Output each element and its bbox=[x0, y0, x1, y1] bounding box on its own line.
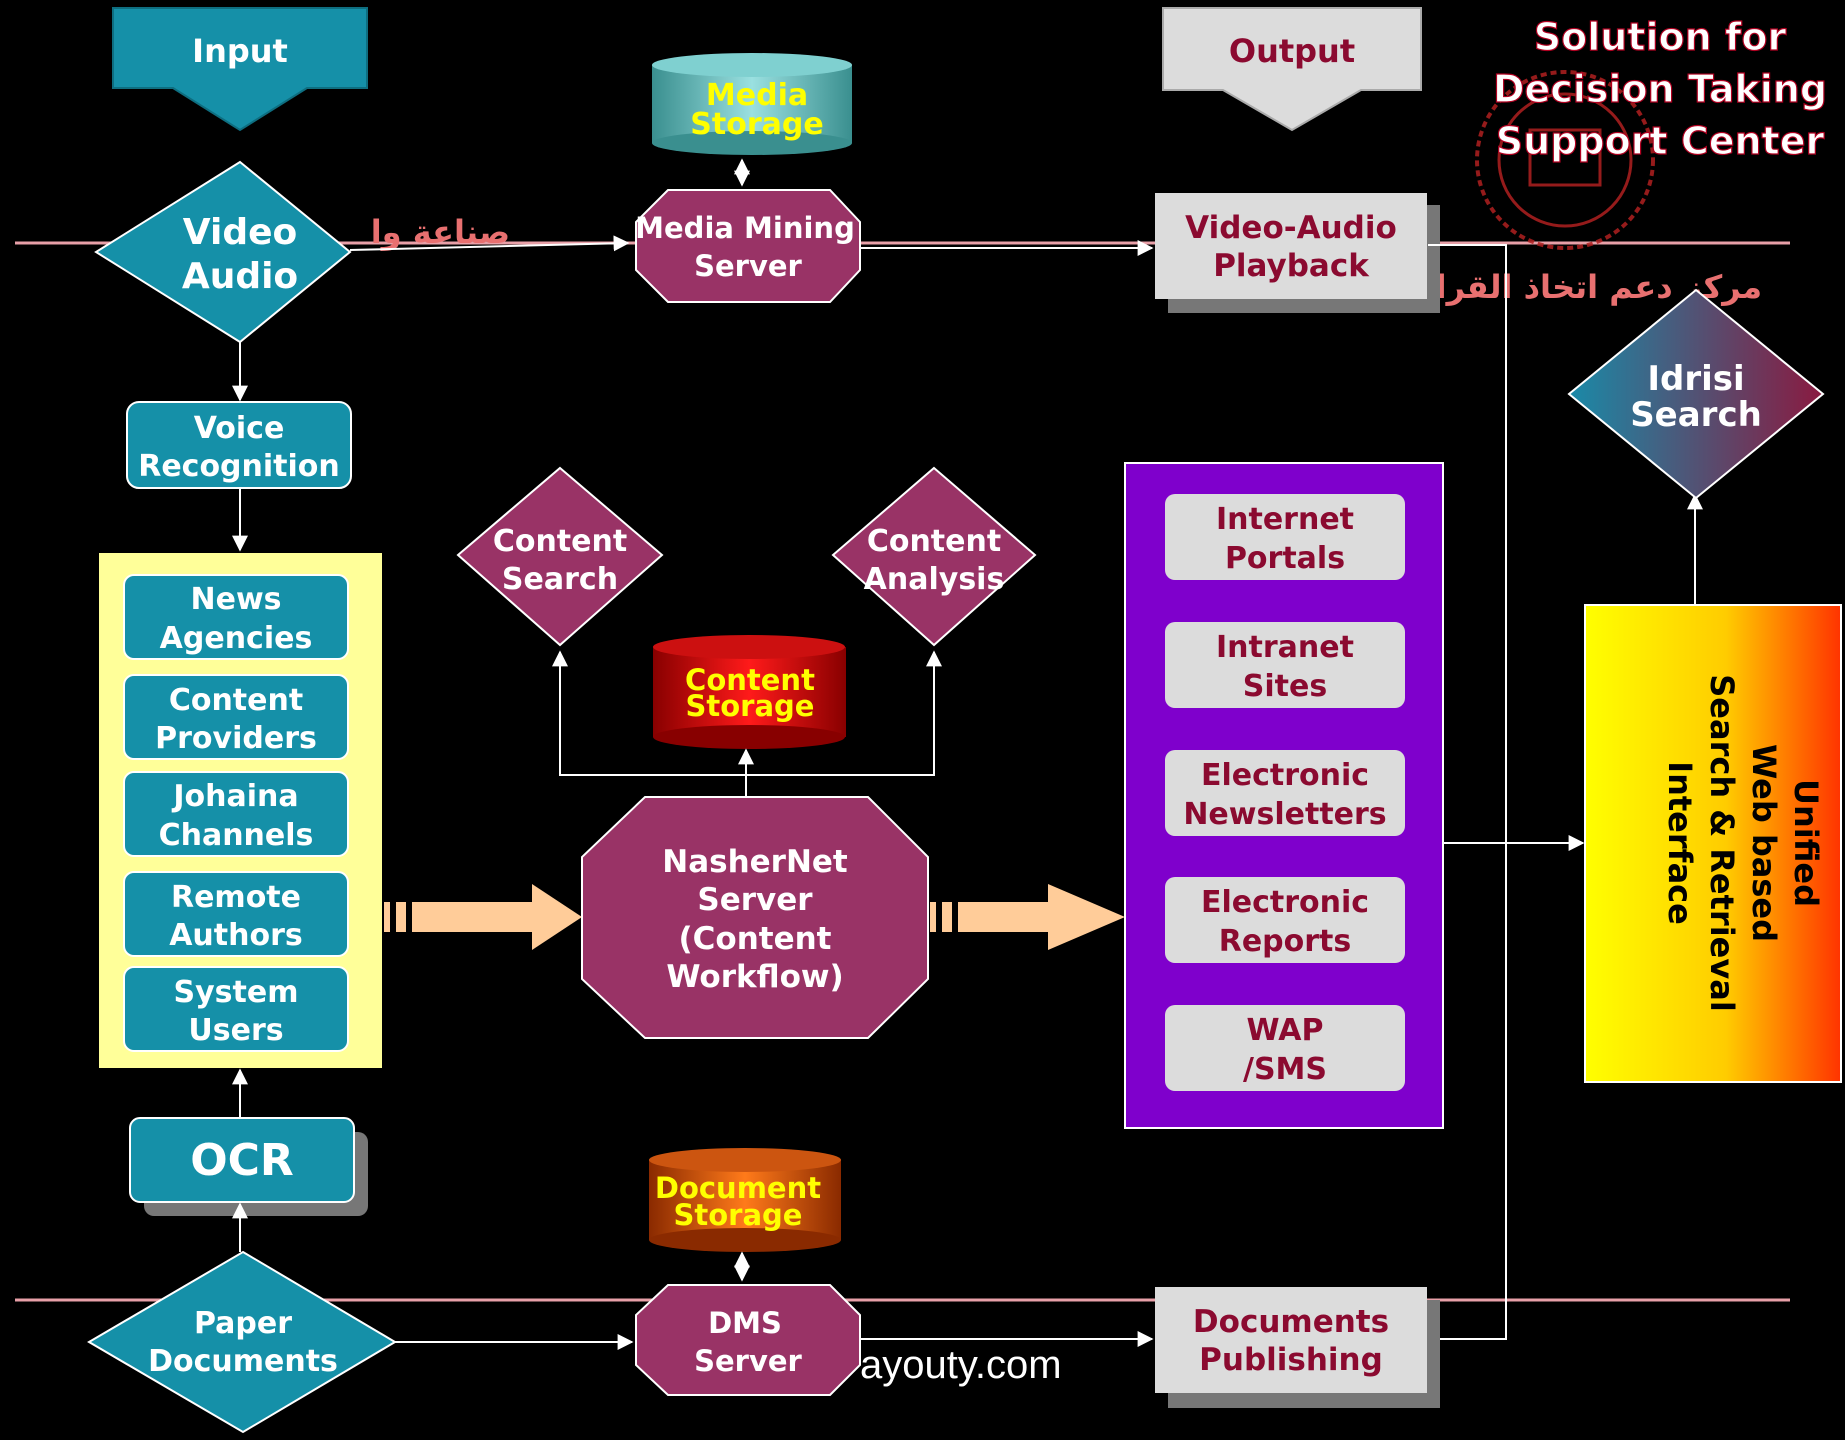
dms-server: DMS Server bbox=[635, 1284, 861, 1396]
ocr-box: OCR bbox=[129, 1117, 368, 1216]
source-label: Users bbox=[188, 1013, 283, 1048]
output-arrow: Output bbox=[1162, 7, 1422, 132]
unified-label-2: Web based bbox=[1745, 744, 1783, 942]
media-mining-label-1: Media Mining bbox=[635, 211, 855, 245]
voice-recognition-label-2: Recognition bbox=[138, 449, 340, 484]
nashernet-label-3: (Content bbox=[678, 921, 831, 957]
watermark: ayouty.com bbox=[860, 1343, 1062, 1387]
title-line-2: Decision Taking bbox=[1493, 67, 1827, 111]
source-label: Remote bbox=[171, 880, 301, 915]
source-label: System bbox=[174, 975, 299, 1010]
media-storage-label-2: Storage bbox=[690, 107, 823, 142]
nashernet-label-4: Workflow) bbox=[666, 959, 843, 995]
sources-to-nashernet-arrow bbox=[384, 884, 582, 950]
voice-recognition-label-1: Voice bbox=[194, 411, 285, 446]
voice-recognition-box: Voice Recognition bbox=[126, 401, 352, 489]
media-storage-cylinder: Media Storage bbox=[652, 53, 852, 155]
content-storage-label-1: Content bbox=[685, 663, 815, 697]
paper-documents-diamond: Paper Documents bbox=[87, 1250, 397, 1434]
media-mining-server: Media Mining Server bbox=[635, 189, 861, 303]
nashernet-server: NasherNet Server (Content Workflow) bbox=[581, 796, 929, 1039]
input-label: Input bbox=[192, 32, 288, 70]
nashernet-label-2: Server bbox=[697, 882, 813, 918]
video-playback-label-2: Playback bbox=[1213, 248, 1370, 284]
playback-collector-line bbox=[1424, 244, 1507, 1340]
document-storage-label-2: Storage bbox=[674, 1198, 803, 1232]
source-label: News bbox=[190, 582, 281, 617]
video-playback-box: Video-Audio Playback bbox=[1155, 193, 1440, 313]
media-mining-label-2: Server bbox=[694, 249, 802, 283]
unified-label-1: Unified bbox=[1787, 779, 1825, 907]
source-label: Authors bbox=[169, 918, 303, 953]
channel-electronic-newsletters: Electronic Newsletters bbox=[1165, 750, 1405, 836]
idrisi-label-2: Search bbox=[1630, 395, 1762, 435]
channel-label: Newsletters bbox=[1183, 797, 1386, 832]
idrisi-search-diamond: Idrisi Search bbox=[1567, 288, 1825, 500]
content-search-label-1: Content bbox=[493, 524, 627, 559]
content-storage-cylinder: Content Storage bbox=[653, 635, 846, 749]
title-line-1: Solution for bbox=[1534, 15, 1787, 59]
documents-publishing-label-2: Publishing bbox=[1199, 1342, 1383, 1378]
channel-electronic-reports: Electronic Reports bbox=[1165, 877, 1405, 963]
source-label: Channels bbox=[159, 818, 314, 853]
video-playback-label-1: Video-Audio bbox=[1185, 210, 1397, 246]
content-search-label-2: Search bbox=[502, 562, 618, 597]
source-label: Content bbox=[169, 683, 303, 718]
nashernet-to-search-analysis bbox=[552, 650, 942, 776]
seal-emblem bbox=[1475, 70, 1655, 250]
unified-interface-box: Unified Web based Search & Retrieval Int… bbox=[1584, 604, 1842, 1083]
source-johaina-channels: Johaina Channels bbox=[123, 771, 349, 857]
channel-intranet-sites: Intranet Sites bbox=[1165, 622, 1405, 708]
dms-label-1: DMS bbox=[708, 1306, 782, 1340]
arabic-fragment: صناعة وا bbox=[371, 213, 510, 251]
source-label: Agencies bbox=[160, 621, 313, 656]
media-storage-label-1: Media bbox=[706, 78, 808, 113]
dms-label-2: Server bbox=[694, 1344, 802, 1378]
channel-label: Electronic bbox=[1201, 758, 1369, 793]
documents-publishing-label-1: Documents bbox=[1193, 1304, 1389, 1340]
source-label: Johaina bbox=[171, 779, 298, 814]
title-line-3: Support Center bbox=[1496, 119, 1825, 163]
channel-label: Internet bbox=[1216, 502, 1354, 537]
source-remote-authors: Remote Authors bbox=[123, 871, 349, 957]
channel-label: Sites bbox=[1243, 669, 1327, 704]
content-search-diamond: Content Search bbox=[456, 466, 664, 647]
idrisi-label-1: Idrisi bbox=[1647, 359, 1744, 399]
channel-wap-sms: WAP /SMS bbox=[1165, 1005, 1405, 1091]
video-audio-diamond: Video Audio bbox=[94, 160, 352, 344]
content-storage-label-2: Storage bbox=[686, 689, 815, 723]
documents-publishing-box: Documents Publishing bbox=[1155, 1287, 1440, 1408]
video-audio-label-2: Audio bbox=[182, 256, 298, 297]
source-label: Providers bbox=[155, 721, 317, 756]
paper-documents-label-2: Documents bbox=[148, 1344, 338, 1379]
source-content-providers: Content Providers bbox=[123, 674, 349, 760]
video-audio-label-1: Video bbox=[183, 212, 298, 253]
content-analysis-label-1: Content bbox=[867, 524, 1001, 559]
source-news-agencies: News Agencies bbox=[123, 574, 349, 660]
nashernet-to-channels-arrow bbox=[930, 884, 1125, 950]
output-label: Output bbox=[1229, 32, 1355, 70]
channel-label: Reports bbox=[1219, 924, 1352, 959]
channel-label: Intranet bbox=[1216, 630, 1354, 665]
video-to-mining-arrow bbox=[349, 235, 630, 252]
channel-label: Portals bbox=[1225, 541, 1345, 576]
input-arrow: Input bbox=[112, 7, 368, 132]
channel-label: WAP bbox=[1247, 1013, 1324, 1048]
source-system-users: System Users bbox=[123, 966, 349, 1052]
channel-internet-portals: Internet Portals bbox=[1165, 494, 1405, 580]
unified-label-4: Interface bbox=[1661, 761, 1699, 925]
channel-label: /SMS bbox=[1243, 1052, 1327, 1087]
document-storage-label-1: Document bbox=[655, 1171, 821, 1205]
document-storage-cylinder: Document Storage bbox=[649, 1148, 841, 1252]
unified-label-3: Search & Retrieval bbox=[1703, 674, 1741, 1012]
channel-label: Electronic bbox=[1201, 885, 1369, 920]
nashernet-label-1: NasherNet bbox=[662, 844, 848, 880]
ocr-label: OCR bbox=[190, 1135, 294, 1186]
content-analysis-label-2: Analysis bbox=[864, 562, 1005, 597]
paper-documents-label-1: Paper bbox=[194, 1306, 292, 1341]
content-analysis-diamond: Content Analysis bbox=[831, 466, 1037, 647]
